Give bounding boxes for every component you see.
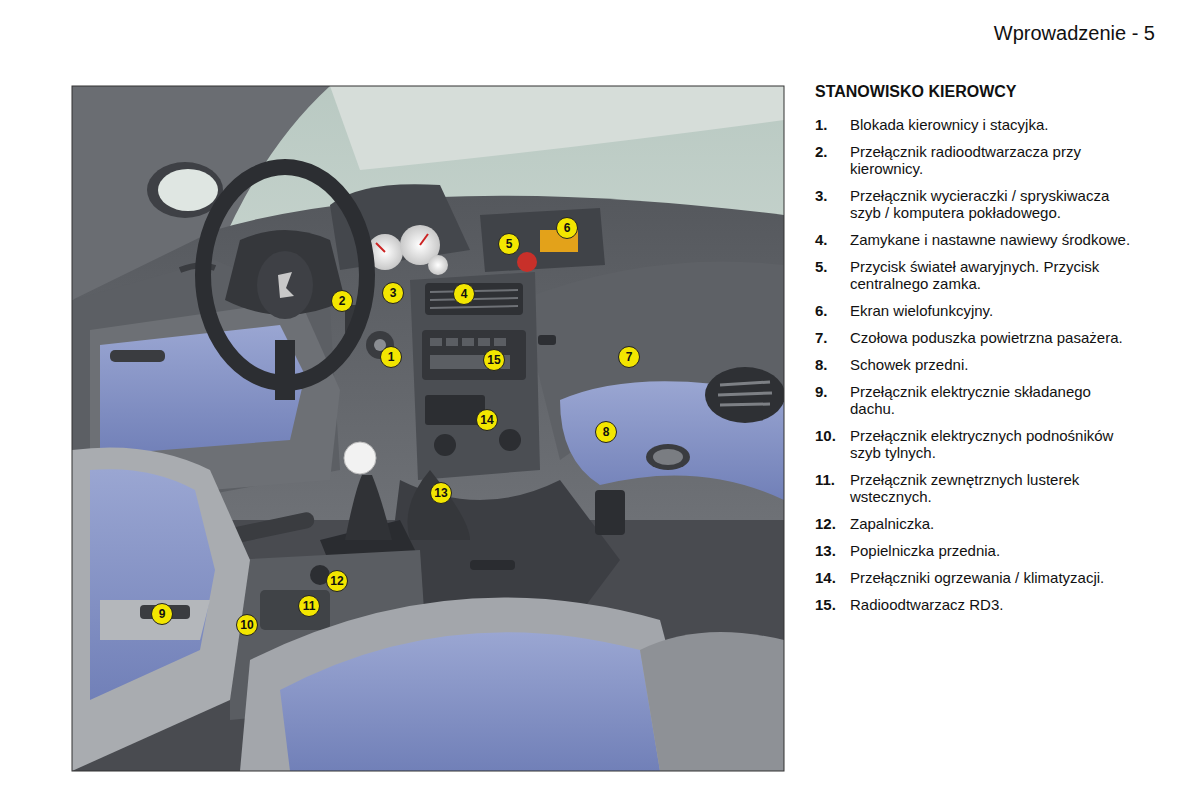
callout-number: 8 xyxy=(603,426,610,438)
list-text: Przełącznik elektrycznych podnośników sz… xyxy=(850,427,1132,461)
callout-circle: 4 xyxy=(453,283,475,305)
page-header: Wprowadzenie - 5 xyxy=(994,22,1155,45)
callout-circle: 7 xyxy=(618,346,640,368)
list-text: Przełącznik zewnętrznych lusterek wstecz… xyxy=(850,471,1132,505)
list-number: 13. xyxy=(815,542,836,559)
callout-number: 1 xyxy=(388,351,395,363)
callout-number: 11 xyxy=(303,600,316,612)
list-text: Przełącznik elektrycznie składanego dach… xyxy=(850,383,1132,417)
list-text: Czołowa poduszka powietrzna pasażera. xyxy=(850,329,1132,346)
list-number: 10. xyxy=(815,427,836,444)
callout-circle: 6 xyxy=(556,217,578,239)
callout-number: 2 xyxy=(339,295,346,307)
list-number: 14. xyxy=(815,569,836,586)
section-title: STANOWISKO KIEROWCY xyxy=(815,83,1016,101)
callout-circle: 10 xyxy=(236,614,258,636)
list-number: 7. xyxy=(815,329,828,346)
list-text: Blokada kierownicy i stacyjka. xyxy=(850,116,1132,133)
callout-circle: 13 xyxy=(430,482,452,504)
callout-number: 4 xyxy=(461,288,468,300)
list-number: 12. xyxy=(815,515,836,532)
list-text: Radioodtwarzacz RD3. xyxy=(850,596,1132,613)
callout-number: 15 xyxy=(487,354,500,366)
list-number: 8. xyxy=(815,356,828,373)
callout-number: 9 xyxy=(159,608,166,620)
callout-circle: 1 xyxy=(380,346,402,368)
list-text: Przełączniki ogrzewania / klimatyzacji. xyxy=(850,569,1132,586)
list-text: Zapalniczka. xyxy=(850,515,1132,532)
list-text: Przycisk świateł awaryjnych. Przycisk ce… xyxy=(850,258,1132,292)
list-text: Przełącznik wycieraczki / spryskiwacza s… xyxy=(850,187,1132,221)
list-text: Zamykane i nastawne nawiewy środkowe. xyxy=(850,231,1132,248)
callout-circle: 14 xyxy=(476,409,498,431)
callout-number: 7 xyxy=(626,351,633,363)
callout-circle: 12 xyxy=(326,570,348,592)
callout-number: 12 xyxy=(330,575,343,587)
list-text: Popielniczka przednia. xyxy=(850,542,1132,559)
list-number: 5. xyxy=(815,258,828,275)
list-number: 6. xyxy=(815,302,828,319)
list-number: 2. xyxy=(815,143,828,160)
callout-circle: 9 xyxy=(151,603,173,625)
callout-number: 5 xyxy=(506,238,513,250)
callout-circle: 2 xyxy=(331,290,353,312)
list-number: 4. xyxy=(815,231,828,248)
callout-circle: 5 xyxy=(498,233,520,255)
callout-circle: 15 xyxy=(483,349,505,371)
callout-number: 13 xyxy=(434,487,447,499)
list-text: Przełącznik radioodtwarzacza przy kierow… xyxy=(850,143,1132,177)
list-number: 9. xyxy=(815,383,828,400)
list-number: 15. xyxy=(815,596,836,613)
list-number: 1. xyxy=(815,116,828,133)
callout-circle: 8 xyxy=(595,421,617,443)
callout-number: 14 xyxy=(480,414,493,426)
callout-number: 10 xyxy=(240,619,253,631)
list-number: 3. xyxy=(815,187,828,204)
callout-circle: 3 xyxy=(382,282,404,304)
callout-number: 3 xyxy=(390,287,397,299)
callout-number: 6 xyxy=(564,222,571,234)
list-number: 11. xyxy=(815,471,835,488)
callout-circle: 11 xyxy=(298,595,320,617)
list-text: Ekran wielofunkcyjny. xyxy=(850,302,1132,319)
list-text: Schowek przedni. xyxy=(850,356,1132,373)
